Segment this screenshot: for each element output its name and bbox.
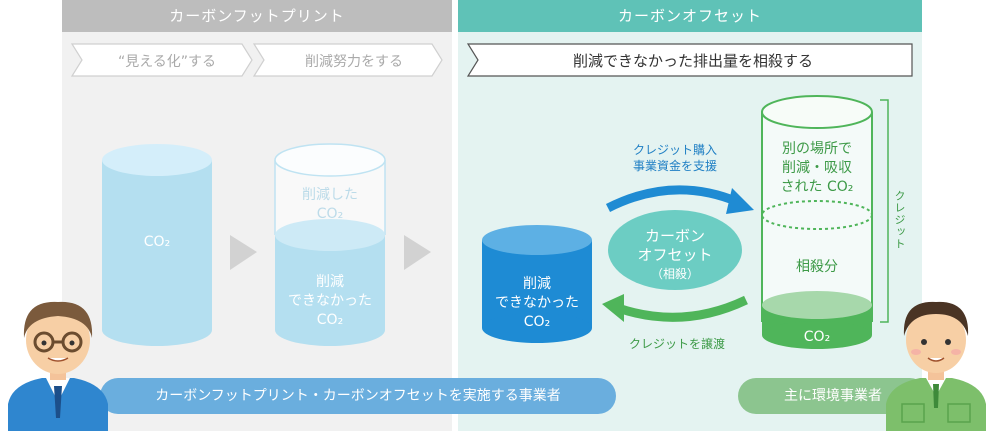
carbon-offset-oval-label: カーボン オフセット （相殺）: [637, 227, 713, 281]
step-reduce: 削減努力をする: [305, 54, 403, 70]
offset-co2-cylinder: [761, 95, 873, 349]
credit-transfer-label: クレジットを譲渡: [628, 337, 725, 351]
implementer-pill: カーボンフットプリント・カーボンオフセットを実施する事業者: [100, 378, 616, 414]
co2-label: CO₂: [143, 234, 171, 250]
step-chevrons: [70, 43, 443, 77]
businessman-avatar: [8, 301, 108, 431]
environmental-worker-avatar: [886, 301, 986, 431]
arrow-head-icon: [726, 188, 754, 214]
credit-purchase-label: クレジット購入事業資金を支援: [632, 143, 717, 173]
credit-bracket: [880, 99, 889, 323]
reduced-co2-cylinder: [274, 143, 386, 346]
credit-purchase-arrow: [605, 185, 740, 213]
offset-elsewhere-label: 別の場所で削減・吸収された CO₂: [780, 141, 854, 195]
offset-portion-label: 相殺分: [796, 259, 838, 275]
green-co2-label: CO₂: [803, 329, 831, 345]
offset-diagram: [482, 95, 889, 349]
credit-vertical-label: クレジット: [893, 190, 906, 250]
unreduced-co2-cylinder: [482, 225, 592, 343]
carbon-footprint-header: カーボンフットプリント: [62, 0, 452, 32]
arrow-right-icon: [230, 235, 257, 270]
credit-transfer-arrow: [616, 295, 748, 322]
footprint-diagram: [102, 143, 431, 346]
arrow-head-icon: [602, 294, 624, 322]
step-chevron-1: [70, 43, 253, 77]
step-chevron-2: [252, 43, 443, 77]
carbon-offset-oval: [608, 210, 742, 290]
step-visualize: “見える化”する: [117, 54, 217, 70]
arrow-right-icon: [404, 235, 431, 270]
carbon-offset-header: カーボンオフセット: [458, 0, 922, 32]
offset-banner-shape: [466, 43, 913, 77]
co2-cylinder: [102, 144, 212, 346]
environmental-business-pill: 主に環境事業者: [738, 378, 928, 414]
offset-banner: 削減できなかった排出量を相殺する: [572, 52, 813, 70]
